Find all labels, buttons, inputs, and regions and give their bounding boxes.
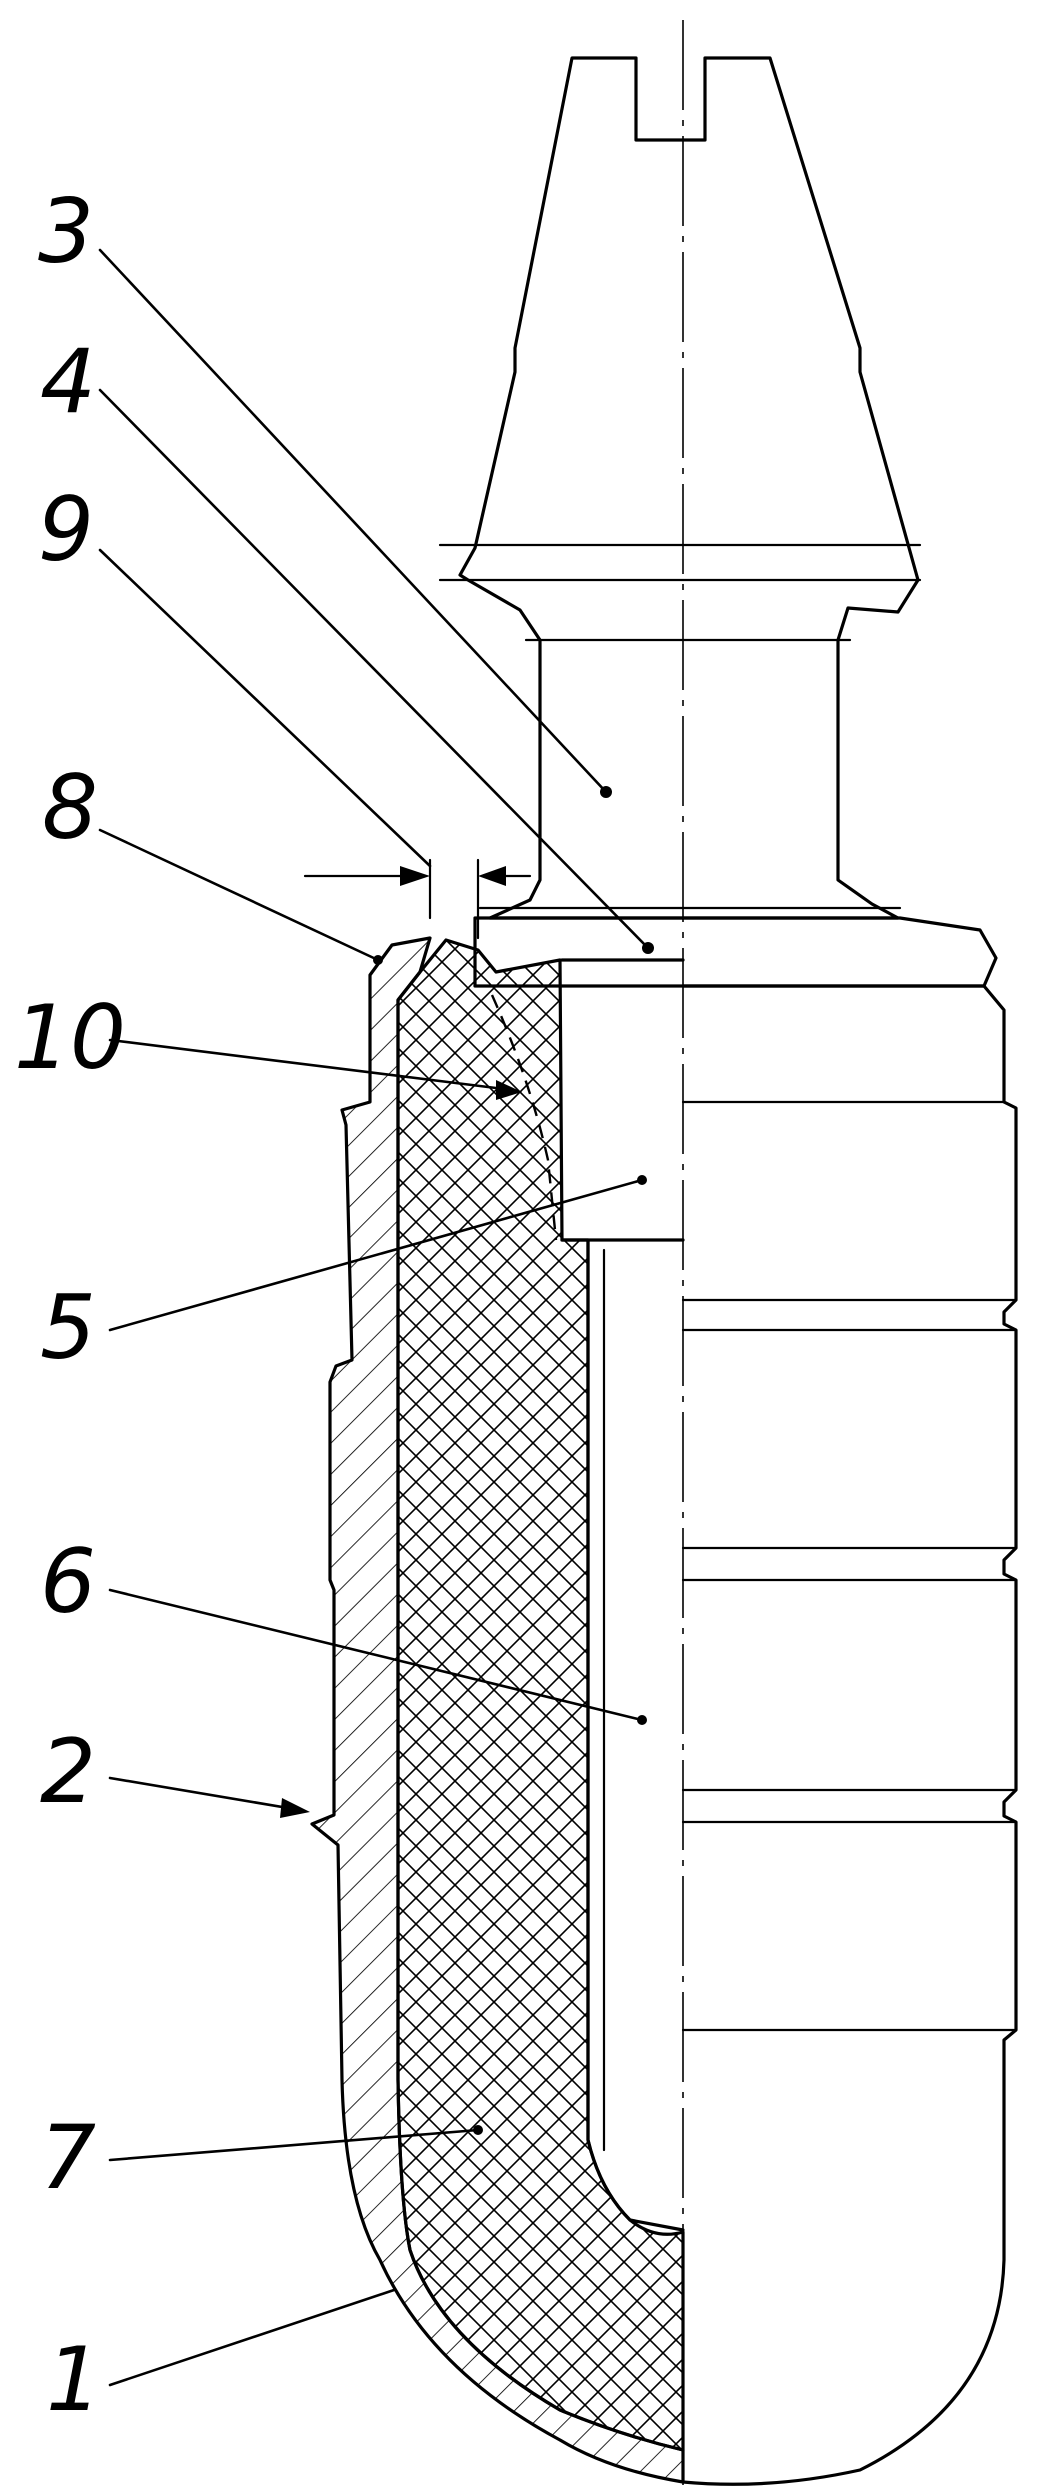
label-5: 5 <box>40 1276 96 1379</box>
label-7: 7 <box>40 2106 96 2209</box>
dimension-marker <box>305 860 530 938</box>
label-3: 3 <box>38 180 94 283</box>
leader-3 <box>100 250 606 792</box>
label-1: 1 <box>46 2328 102 2431</box>
label-6: 6 <box>40 1530 96 1633</box>
label-10: 10 <box>14 986 126 1089</box>
leader-1 <box>110 2290 394 2385</box>
label-4: 4 <box>40 330 96 433</box>
label-2: 2 <box>40 1720 96 1823</box>
implant-body-right-half <box>683 986 1016 2484</box>
leader-2 <box>110 1778 300 1810</box>
label-9: 9 <box>38 478 94 581</box>
leader-9 <box>100 550 430 866</box>
abutment-head <box>440 58 920 918</box>
label-8: 8 <box>42 756 98 859</box>
leader-4 <box>100 390 648 948</box>
leader-8 <box>100 830 378 960</box>
